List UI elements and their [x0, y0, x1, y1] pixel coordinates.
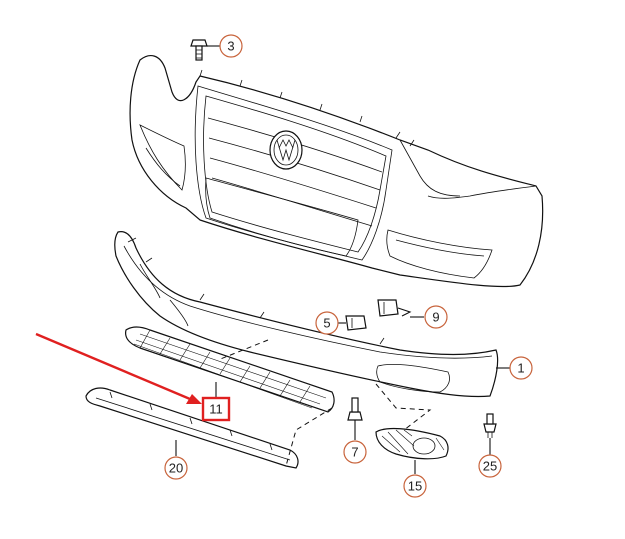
- lower-spoiler: [114, 231, 499, 398]
- callout-5-label: 5: [323, 316, 330, 331]
- clip-part-5: [345, 315, 367, 331]
- callout-20-label: 20: [169, 461, 183, 476]
- callout-7-label: 7: [351, 445, 358, 460]
- callout-5[interactable]: 5: [315, 311, 339, 335]
- callout-15[interactable]: 15: [403, 474, 427, 498]
- callout-1[interactable]: 1: [509, 356, 533, 380]
- callout-20[interactable]: 20: [164, 456, 188, 480]
- rivet-part-25: [483, 413, 497, 438]
- callout-11-label: 11: [209, 402, 223, 417]
- callout-25-label: 25: [483, 459, 497, 474]
- screw-part-7: [347, 397, 363, 421]
- callout-1-label: 1: [517, 361, 524, 376]
- callout-7[interactable]: 7: [343, 440, 367, 464]
- lower-grille-part-11: [125, 326, 335, 413]
- bolt-part-3: [190, 39, 208, 61]
- trim-strip-part-20: [85, 387, 299, 469]
- callout-9-label: 9: [432, 310, 439, 325]
- callout-3-label: 3: [227, 39, 234, 54]
- callout-9[interactable]: 9: [424, 305, 448, 329]
- clip-part-9: [377, 299, 399, 317]
- callout-15-label: 15: [408, 479, 422, 494]
- highlight-arrow: [35, 332, 202, 404]
- callout-11[interactable]: 11: [201, 396, 231, 422]
- callout-11-highlight-box: [201, 396, 231, 422]
- leader-lines: [175, 45, 510, 474]
- callout-25[interactable]: 25: [478, 454, 502, 478]
- vw-emblem-icon: [269, 130, 303, 170]
- callout-3[interactable]: 3: [219, 34, 243, 58]
- fog-grille-part-15: [375, 427, 449, 460]
- bumper-cover: [129, 54, 544, 288]
